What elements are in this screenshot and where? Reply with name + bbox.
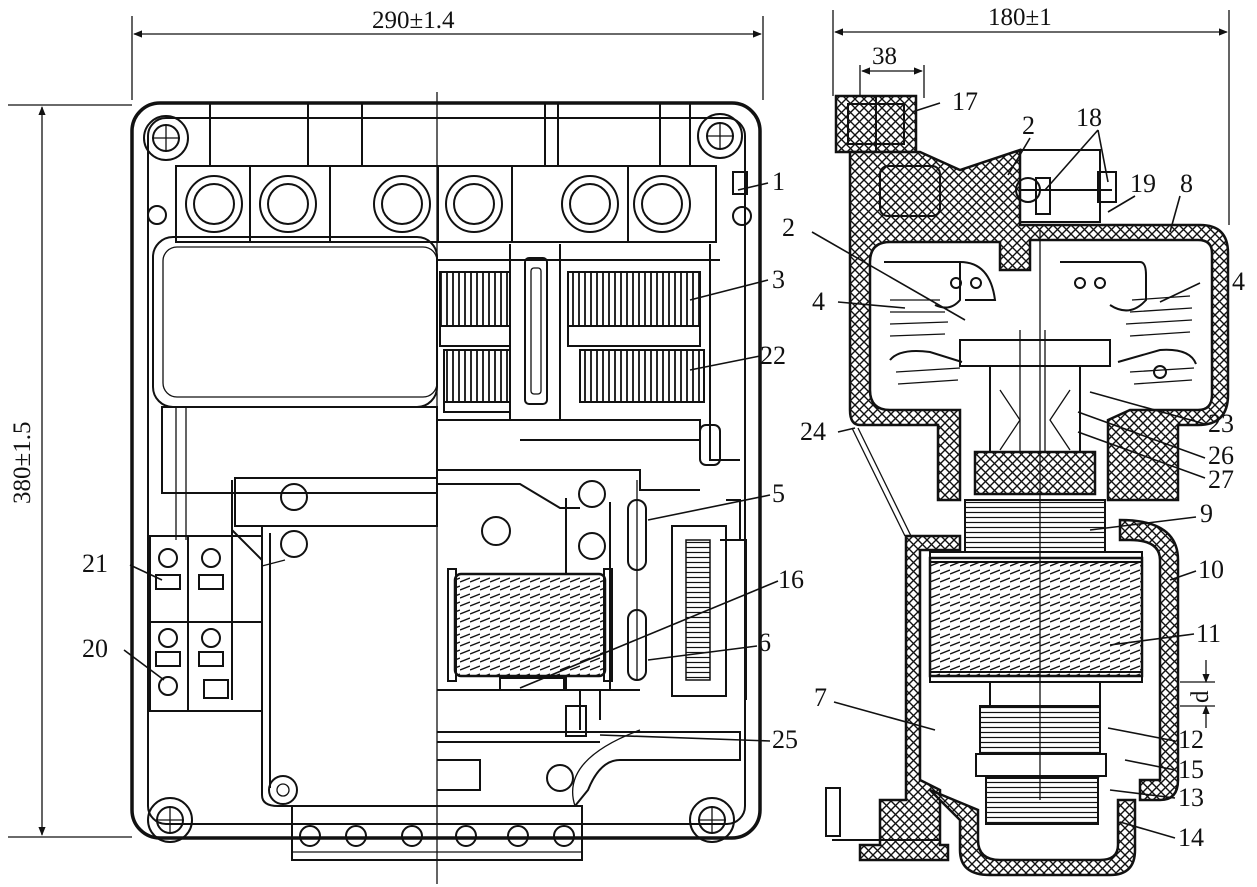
part-label: 15 bbox=[1178, 755, 1204, 784]
front-width-text: 290±1.4 bbox=[372, 7, 455, 34]
terminal-bolt bbox=[373, 175, 431, 233]
leader-lines bbox=[123, 102, 1206, 839]
arc-chute-right bbox=[1060, 261, 1197, 385]
dimension-texts: 290±1.4 380±1.5 180±1 38 d bbox=[9, 4, 1214, 703]
front-view bbox=[8, 16, 764, 884]
terminal-width-dimension bbox=[859, 65, 925, 98]
side-width-dimension bbox=[832, 10, 1230, 225]
part-label: 12 bbox=[1178, 725, 1204, 754]
terminal-bolt bbox=[561, 175, 619, 233]
part-label: 27 bbox=[1208, 465, 1234, 494]
insulating-housing bbox=[848, 148, 1230, 502]
mounting-hole-bottom-right bbox=[689, 797, 735, 843]
aux-screw bbox=[155, 548, 181, 590]
part-label: 11 bbox=[1196, 619, 1221, 648]
mounting-hole-bottom-left bbox=[147, 797, 193, 843]
armature bbox=[964, 499, 1106, 553]
part-label: 6 bbox=[758, 628, 771, 657]
part-label: 4 bbox=[1232, 267, 1245, 296]
terminal-bolt bbox=[445, 175, 503, 233]
gap-mark-text: d bbox=[1187, 690, 1214, 703]
part-label: 5 bbox=[772, 479, 785, 508]
front-height-text: 380±1.5 bbox=[9, 422, 36, 504]
part-label: 20 bbox=[82, 634, 108, 663]
spring-lower bbox=[627, 609, 647, 681]
aux-screw bbox=[198, 628, 229, 699]
front-width-dimension bbox=[131, 16, 764, 100]
aux-screw bbox=[155, 628, 181, 696]
mounting-hole-top-right bbox=[697, 113, 743, 159]
side-view bbox=[825, 10, 1230, 877]
arc-chute-upper bbox=[439, 271, 701, 347]
magnet-housing bbox=[858, 534, 962, 862]
part-label: 23 bbox=[1208, 409, 1234, 438]
part-label: 19 bbox=[1130, 169, 1156, 198]
part-label: 16 bbox=[778, 565, 804, 594]
mounting-hole-top-left bbox=[143, 115, 189, 161]
gap-dimension bbox=[1180, 660, 1215, 728]
terminal-bolt bbox=[259, 175, 317, 233]
front-height-dimension bbox=[8, 104, 132, 838]
auxiliary-switch bbox=[671, 499, 747, 700]
side-coil bbox=[928, 556, 1144, 678]
main-terminal-block bbox=[175, 103, 717, 243]
part-label: 22 bbox=[760, 341, 786, 370]
part-label: 21 bbox=[82, 549, 108, 578]
operating-coil bbox=[453, 572, 607, 678]
part-label: 7 bbox=[814, 683, 827, 712]
arc-chute-left bbox=[884, 261, 997, 385]
part-label: 13 bbox=[1178, 783, 1204, 812]
part-label: 4 bbox=[812, 287, 825, 316]
part-label: 10 bbox=[1198, 555, 1224, 584]
part-label: 2 bbox=[782, 213, 795, 242]
part-label: 8 bbox=[1180, 169, 1193, 198]
part-labels: 1 3 22 5 16 6 25 21 20 17 2 18 19 8 2 4 … bbox=[82, 87, 1245, 852]
front-enclosure bbox=[130, 101, 762, 840]
part-label: 17 bbox=[952, 87, 978, 116]
contact-carrier bbox=[959, 330, 1111, 496]
part-label: 24 bbox=[800, 417, 826, 446]
part-label: 9 bbox=[1200, 499, 1213, 528]
part-label: 3 bbox=[772, 265, 785, 294]
core-yoke bbox=[989, 681, 1101, 707]
part-label: 26 bbox=[1208, 441, 1234, 470]
part-label: 1 bbox=[772, 167, 785, 196]
arc-chute-lower bbox=[443, 349, 705, 413]
spring-upper bbox=[627, 480, 647, 680]
bottom-connector-strip bbox=[291, 805, 583, 861]
aux-screw bbox=[198, 548, 224, 590]
side-width-text: 180±1 bbox=[988, 4, 1052, 31]
auxiliary-terminal-block bbox=[149, 480, 286, 712]
terminal-width-text: 38 bbox=[872, 43, 897, 70]
armature-plate bbox=[499, 677, 565, 691]
cover-plate bbox=[152, 236, 438, 408]
terminal-bolt bbox=[185, 175, 243, 233]
terminal-bolt bbox=[633, 175, 691, 233]
moving-contact-bar bbox=[524, 257, 548, 405]
part-label: 14 bbox=[1178, 823, 1204, 852]
part-label: 18 bbox=[1076, 103, 1102, 132]
part-label: 25 bbox=[772, 725, 798, 754]
part-label: 2 bbox=[1022, 111, 1035, 140]
